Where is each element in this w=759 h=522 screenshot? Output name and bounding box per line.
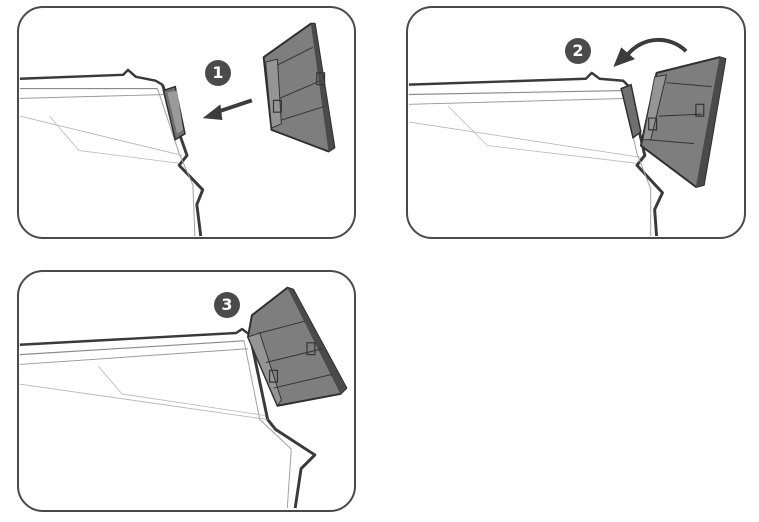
module: [248, 288, 346, 406]
module: [264, 24, 335, 152]
step-1-panel: 1: [17, 6, 356, 239]
step-3-badge: 3: [214, 292, 240, 318]
step-2-badge: 2: [565, 38, 591, 64]
step-1-illustration: [19, 8, 354, 237]
module: [641, 57, 726, 187]
step-3-panel: 3: [17, 270, 356, 512]
straight-arrow-icon: [203, 100, 252, 120]
mount-rail: [621, 85, 641, 138]
curved-arrow-icon: [613, 40, 686, 67]
mount-rail: [163, 87, 185, 140]
step-1-badge: 1: [205, 60, 231, 86]
step-3-illustration: [19, 272, 354, 510]
step-2-panel: 2: [406, 6, 746, 239]
